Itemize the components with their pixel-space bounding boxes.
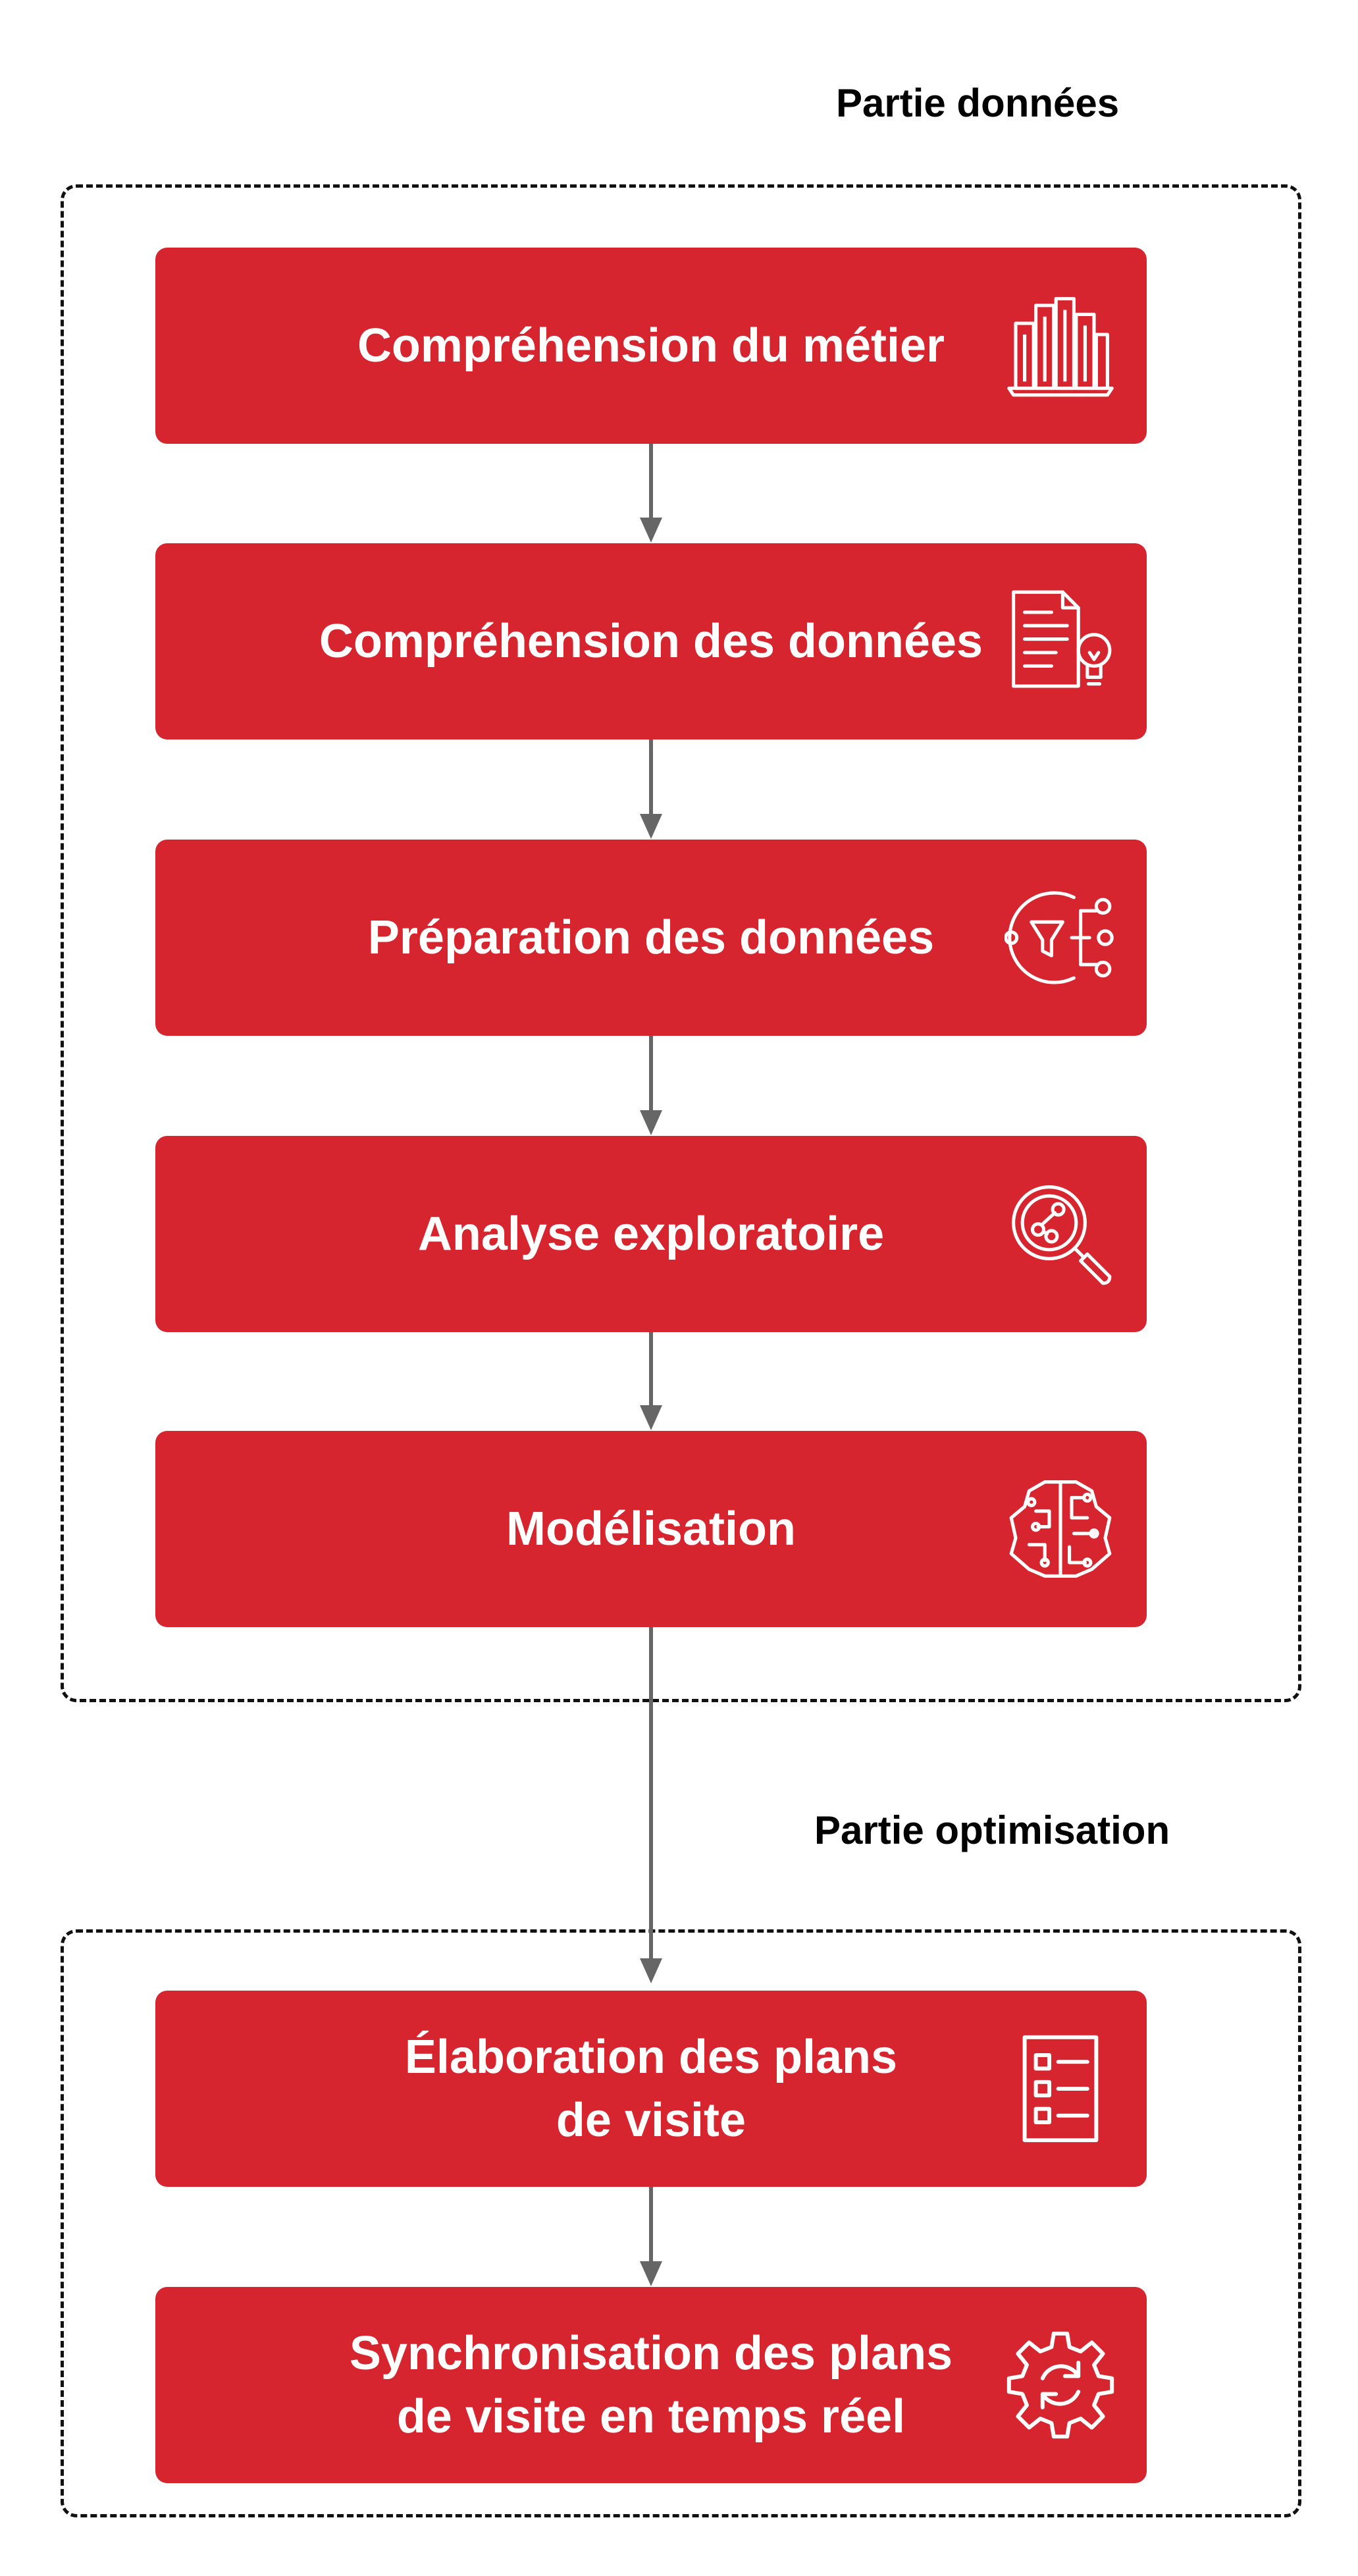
gear-sync-icon <box>1005 2329 1116 2441</box>
checklist-icon <box>1005 2033 1116 2145</box>
step-comprehension-metier: Compréhension du métier <box>155 248 1147 444</box>
arrow-2-3 <box>640 739 662 839</box>
arrow-3-4 <box>640 1036 662 1135</box>
group-label-partie-optimisation: Partie optimisation <box>814 1808 1170 1852</box>
step-label: Analyse exploratoire <box>417 1208 885 1260</box>
step-label: Modélisation <box>506 1503 796 1555</box>
buildings-icon <box>1005 290 1116 402</box>
arrow-5-6 <box>640 1627 662 1983</box>
brain-circuit-icon <box>1005 1473 1116 1585</box>
arrow-6-7 <box>640 2186 662 2286</box>
group-box-partie-optimisation <box>61 1929 1301 2517</box>
step-synchronisation-plans: Synchronisation des plans de visite en t… <box>155 2287 1147 2483</box>
step-label: Préparation des données <box>367 911 935 964</box>
magnifier-analysis-icon <box>1005 1178 1116 1290</box>
document-lightbulb-icon <box>1005 585 1116 697</box>
step-label: Synchronisation des plans de visite en t… <box>349 2327 953 2443</box>
step-label: Compréhension du métier <box>357 319 945 372</box>
step-analyse-exploratoire: Analyse exploratoire <box>155 1136 1147 1332</box>
group-box-partie-donnees <box>61 184 1301 1702</box>
step-comprehension-donnees: Compréhension des données <box>155 543 1147 739</box>
step-preparation-donnees: Préparation des données <box>155 840 1147 1036</box>
step-elaboration-plans: Élaboration des plans de visite <box>155 1991 1147 2187</box>
arrow-4-5 <box>640 1332 662 1430</box>
step-label: Élaboration des plans de visite <box>404 2031 898 2147</box>
step-label: Compréhension des données <box>319 615 983 668</box>
step-modelisation: Modélisation <box>155 1431 1147 1627</box>
group-label-partie-donnees: Partie données <box>836 81 1120 125</box>
filter-network-icon <box>1005 882 1116 994</box>
arrow-1-2 <box>640 443 662 543</box>
